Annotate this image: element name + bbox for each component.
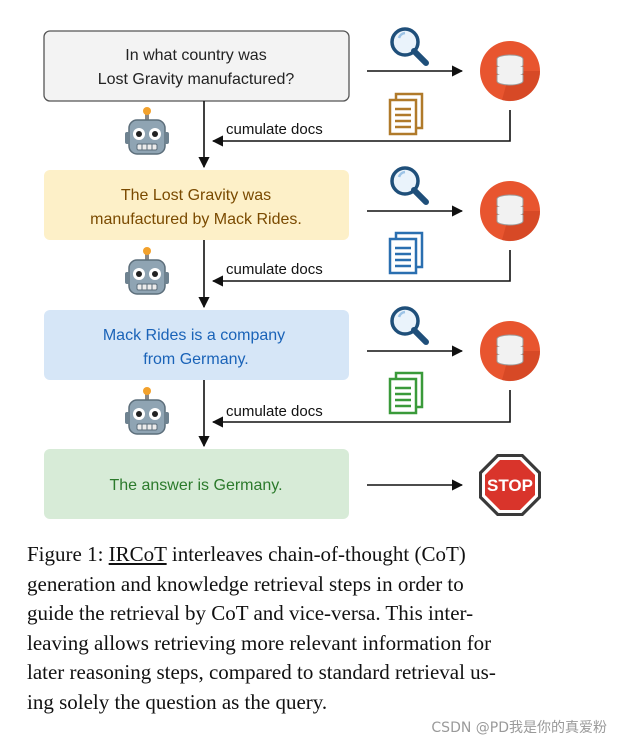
magnifier-icon: [392, 168, 426, 202]
caption-line: leaving allows retrieving more relevant …: [27, 630, 492, 655]
document-icon: [388, 231, 424, 275]
answer-text: The answer is Germany.: [109, 477, 282, 494]
cumulate-line: [211, 110, 511, 147]
method-name: IRCoT: [108, 542, 167, 566]
cumulate-line: [211, 390, 511, 428]
reasoning-line-1: The Lost Gravity was: [121, 187, 271, 204]
robot-icon: [124, 106, 170, 155]
cumulate-docs-label: cumulate docs: [226, 261, 323, 278]
reasoning-line-2: from Germany.: [143, 351, 249, 368]
watermark: CSDN @PD我是你的真爱粉: [431, 720, 607, 736]
answer-box: [44, 449, 349, 519]
database-icon: [479, 180, 541, 242]
question-box: [43, 30, 350, 102]
figure-label: Figure 1:: [27, 542, 104, 566]
reasoning-box: [44, 310, 349, 380]
reasoning-box: [44, 170, 349, 240]
question-line-1: In what country was: [125, 47, 266, 64]
robot-icon: [124, 386, 170, 435]
stop-sign-text: STOP: [487, 476, 533, 495]
caption-line: generation and knowledge retrieval steps…: [27, 571, 464, 596]
magnifier-icon: [392, 308, 426, 342]
database-icon: [479, 40, 541, 102]
reasoning-line-2: manufactured by Mack Rides.: [90, 211, 302, 228]
document-icon: [388, 92, 424, 136]
reasoning-line-1: Mack Rides is a company: [103, 327, 285, 344]
database-icon: [479, 320, 541, 382]
document-icon: [388, 371, 424, 415]
cumulate-line: [211, 250, 511, 287]
caption-line: Figure 1: IRCoT interleaves chain-of-tho…: [27, 540, 567, 570]
robot-icon: [124, 246, 170, 295]
cumulate-docs-label: cumulate docs: [226, 121, 323, 138]
caption-line: later reasoning steps, compared to stand…: [27, 660, 496, 685]
caption-text: interleaves chain-of-thought (CoT): [171, 542, 466, 566]
magnifier-icon: [392, 29, 426, 63]
question-line-2: Lost Gravity manufactured?: [98, 71, 295, 88]
cumulate-docs-label: cumulate docs: [226, 403, 323, 420]
caption-line: ing solely the question as the query.: [27, 689, 328, 714]
caption-line: guide the retrieval by CoT and vice-vers…: [27, 601, 474, 626]
stop-sign-icon: STOP: [479, 454, 541, 516]
figure-caption: Figure 1: IRCoT interleaves chain-of-tho…: [27, 540, 567, 718]
ircot-diagram: In what country was Lost Gravity manufac…: [43, 0, 541, 519]
